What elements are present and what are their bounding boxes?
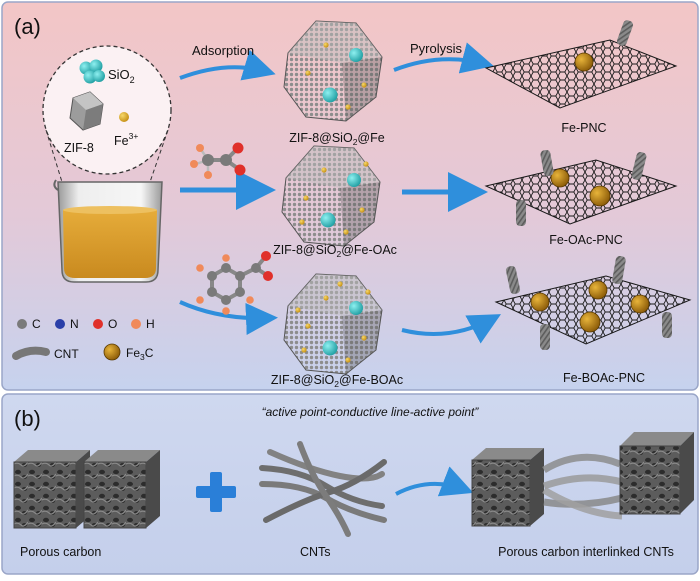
- sio2-icon: [79, 59, 105, 84]
- sio2-label: SiO2: [108, 67, 135, 85]
- legend-c-label: C: [32, 317, 41, 331]
- intermediate-label-row1: ZIF-8@SiO2@Fe: [289, 131, 384, 147]
- fe-pnc-sheet: [484, 20, 678, 109]
- legend-o-icon: [93, 319, 103, 329]
- panel-b-label: (b): [14, 406, 41, 431]
- panel-b-title: “active point-conductive line-active poi…: [262, 405, 480, 419]
- intermediate-label-row3: ZIF-8@SiO2@Fe-BOAc: [271, 373, 403, 389]
- zoom-line-right: [149, 129, 169, 183]
- porous-carbon-block: [13, 450, 160, 529]
- product-label-row2: Fe-OAc-PNC: [549, 233, 623, 247]
- cnt-bundle: [259, 441, 387, 537]
- legend-fe3c-label: Fe3C: [126, 346, 154, 362]
- legend-c-icon: [17, 319, 27, 329]
- fe-ion-icon: [119, 112, 129, 122]
- legend: C N O H CNT Fe3C: [12, 317, 155, 362]
- precursor-circle: [42, 45, 172, 175]
- product-label-row1: Fe-PNC: [561, 121, 606, 135]
- zif8-sio2-fe-polyhedron: [283, 20, 383, 122]
- legend-n-icon: [55, 319, 65, 329]
- zoom-line-left: [45, 129, 63, 183]
- adsorption-label: Adsorption: [192, 43, 254, 58]
- legend-o-label: O: [108, 317, 117, 331]
- row3-arrow-left: [179, 300, 278, 335]
- fe-boac-pnc-sheet: [494, 255, 692, 350]
- zif8-sio2-fe-oac-polyhedron: [281, 145, 381, 247]
- acetate-molecule-icon: [190, 142, 246, 179]
- porous-carbon-caption: Porous carbon: [20, 545, 101, 559]
- zif8-sio2-fe-boac-polyhedron: [283, 273, 383, 375]
- row3-arrow-right: [401, 314, 502, 344]
- legend-cnt-label: CNT: [54, 347, 79, 361]
- legend-h-label: H: [146, 317, 155, 331]
- fe3-label: Fe3+: [114, 131, 138, 148]
- zif8-label: ZIF-8: [64, 141, 94, 155]
- interlinked-structure: [471, 432, 694, 527]
- panel-b-arrow: [395, 466, 474, 497]
- interlinked-caption: Porous carbon interlinked CNTs: [498, 545, 674, 559]
- zif8-polyhedron-icon: [69, 91, 104, 131]
- legend-n-label: N: [70, 317, 79, 331]
- adsorption-arrow: [179, 49, 276, 81]
- cnt-tube-icon: [12, 346, 50, 360]
- fe-oac-pnc-sheet: [484, 149, 678, 226]
- pyrolysis-label: Pyrolysis: [410, 41, 463, 56]
- intermediate-label-row2: ZIF-8@SiO2@Fe-OAc: [273, 243, 397, 259]
- beaker-icon: [53, 179, 163, 283]
- fe3c-particle-icon: [103, 343, 121, 361]
- plus-icon: [196, 472, 236, 512]
- legend-h-icon: [131, 319, 141, 329]
- benzoate-molecule-icon: [196, 251, 273, 315]
- panel-a-label: (a): [14, 14, 41, 39]
- product-label-row3: Fe-BOAc-PNC: [563, 371, 645, 385]
- cnts-caption: CNTs: [300, 545, 331, 559]
- pyrolysis-arrow: [393, 42, 494, 74]
